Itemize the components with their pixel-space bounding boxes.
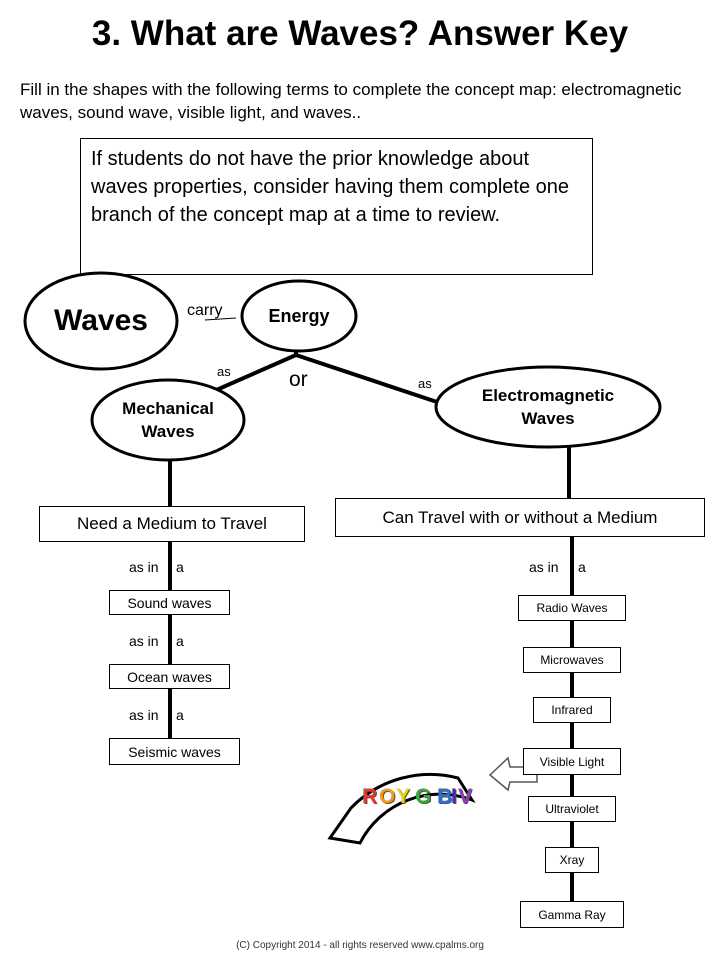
instructions: Fill in the shapes with the following te… [20,80,682,122]
link-as-in: as in [129,707,159,723]
need-medium-box: Need a Medium to Travel [39,506,305,542]
em-spectrum-box: Visible Light [523,748,621,775]
can-travel-box: Can Travel with or without a Medium [335,498,705,537]
mechanical-ellipse [90,378,246,462]
footer-copyright: (C) Copyright 2014 - all rights reserved… [236,940,484,951]
roygbiv-letter: I [451,785,457,808]
mechanical-example-box: Sound waves [109,590,230,615]
node-waves: Waves [54,304,148,337]
roygbiv-letter: V [458,785,473,808]
mechanical-line1: Mechanical [122,399,214,418]
node-electromagnetic-waves: Electromagnetic Waves [436,367,660,447]
rainbow-arc [327,772,476,845]
link-as-left: as [217,364,231,379]
roygbiv-letter: O [379,785,396,808]
mechanical-example-box: Seismic waves [109,738,240,765]
em-spectrum-box: Infrared [533,697,611,723]
link-a: a [578,559,586,575]
page-title: 3. What are Waves? Answer Key [91,14,629,53]
link-or: or [289,368,308,391]
node-mechanical-waves: Mechanical Waves [92,380,244,460]
em-line1: Electromagnetic [481,386,615,405]
em-spectrum-box: Gamma Ray [520,901,624,928]
roygbiv-letter: G [415,785,432,808]
link-as-in: as in [129,559,159,575]
mechanical-line2: Waves [141,422,195,441]
waves-ellipse [23,271,179,371]
em-line2: Waves [521,409,575,428]
roygbiv-letter: B [437,785,453,808]
mechanical-example-box: Ocean waves [109,664,230,689]
node-energy: Energy [268,305,330,326]
em-spectrum-box: Radio Waves [518,595,626,621]
energy-ellipse [240,279,358,353]
link-as-in: as in [529,559,559,575]
link-a: a [176,559,184,575]
link-a: a [176,633,184,649]
em-spectrum-box: Xray [545,847,599,873]
teacher-note-box: If students do not have the prior knowle… [80,138,593,275]
carry-underline [204,317,237,321]
roygbiv-letter: Y [396,785,411,808]
link-as-in: as in [129,633,159,649]
em-spectrum-box: Ultraviolet [528,796,616,822]
link-as-right: as [418,376,432,391]
em-spectrum-box: Microwaves [523,647,621,673]
link-carry: carry [187,302,223,319]
link-a: a [176,707,184,723]
em-ellipse [434,365,662,449]
roygbiv-letter: R [362,785,378,808]
